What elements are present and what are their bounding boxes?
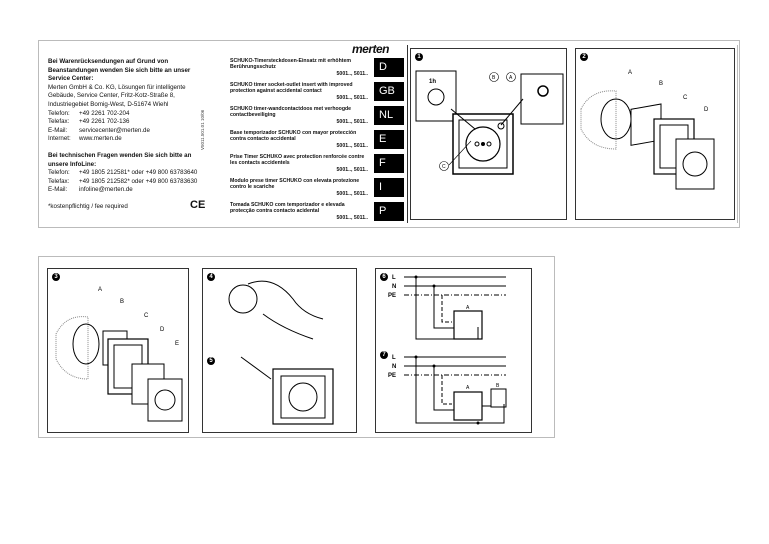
figure-4-5: 4 5: [202, 268, 357, 433]
step-number: 3: [52, 273, 60, 281]
lang-code: P: [374, 202, 404, 221]
article-numbers: 5001.., 5011..: [336, 190, 368, 197]
dial-setting: 1h: [429, 79, 436, 85]
lang-code: I: [374, 178, 404, 197]
lang-title: SCHUKO timer-wandcontactdoos met verhoog…: [230, 106, 352, 119]
exploded-assembly-illustration: A B C D E: [55, 287, 183, 422]
service-contact: Bei Warenrücksendungen auf Grund von Bea…: [48, 58, 208, 212]
step-number: 1: [415, 53, 423, 61]
address-line: Gebäude, Service Center, Fritz-Kotz-Stra…: [48, 92, 175, 100]
line-n: N: [392, 364, 396, 370]
lang-title: Base temporizador SCHUKO con mayor prote…: [230, 130, 357, 143]
step-number: 4: [207, 273, 215, 281]
phone-value: +49 2261 702-204: [79, 109, 130, 117]
device-a-label: A: [466, 385, 470, 391]
label-a: A: [509, 75, 513, 81]
label-c: C: [442, 164, 446, 170]
infoline-fax-label: Telefax:: [48, 177, 70, 185]
lang-code: E: [374, 130, 404, 149]
lang-title: Tomada SCHUKO com temporizador e elevada…: [230, 202, 345, 215]
label-d: D: [704, 107, 709, 113]
lang-code: NL: [374, 106, 404, 125]
brand-logo: merten: [352, 42, 390, 56]
article-numbers: 5001.., 5011..: [336, 70, 368, 77]
step-number: 6: [380, 273, 388, 281]
internet-label: Internet:: [48, 135, 71, 143]
figure-6-7-wiring: 6 7 L N PE A L N PE A B: [375, 268, 532, 433]
service-heading: Bei Warenrücksendungen auf Grund von Bea…: [48, 58, 191, 83]
lang-code: D: [374, 58, 404, 77]
address-line: Industriegebiet Bomig-West, D-51674 Wieh…: [48, 100, 169, 108]
label-c: C: [144, 313, 149, 319]
step-number: 5: [207, 357, 215, 365]
lang-code: GB: [374, 82, 404, 101]
fax-value: +49 2261 702-136: [79, 118, 130, 126]
step-number: 2: [580, 53, 588, 61]
wiring-diagram: L N PE A L N PE A B: [388, 275, 507, 425]
lang-item-nl: SCHUKO timer-wandcontactdoos met verhoog…: [230, 106, 404, 129]
label-b: B: [659, 81, 663, 87]
figure-1: 1 A B C 1h: [410, 48, 567, 220]
infoline-phone-value: +49 1805 212581* oder +49 800 63783640: [79, 169, 198, 177]
lang-item-i: Modulo prese timer SCHUKO con elevata pr…: [230, 178, 404, 201]
lang-item-p: Tomada SCHUKO com temporizador e elevada…: [230, 202, 404, 225]
label-d: D: [160, 327, 165, 333]
label-a: A: [98, 287, 102, 293]
article-numbers: 5001.., 5011..: [336, 214, 368, 221]
figure-2: 2 A B C D: [575, 48, 735, 220]
footnote: *kostenpflichtig / fee required: [48, 202, 128, 210]
label-b: B: [120, 299, 124, 305]
label-c: C: [683, 95, 688, 101]
lang-title: SCHUKO timer socket-outlet insert with i…: [230, 82, 353, 95]
lang-title: Modulo prese timer SCHUKO con elevata pr…: [230, 178, 360, 191]
infoline-email-label: E-Mail:: [48, 186, 68, 194]
bottom-sheet-frame: [38, 256, 555, 438]
infoline-heading: Bei technischen Fragen wenden Sie sich b…: [48, 151, 192, 168]
internet-value: www.merten.de: [79, 135, 122, 143]
exploded-assembly-illustration: A B C D: [580, 70, 715, 190]
email-label: E-Mail:: [48, 126, 68, 134]
lang-item-d: SCHUKO-Timersteckdosen-Einsatz mit erhöh…: [230, 58, 404, 81]
phone-label: Telefon:: [48, 109, 70, 117]
line-l: L: [392, 355, 396, 361]
divider: [737, 45, 738, 223]
insert-and-screw-illustration: [228, 280, 334, 425]
lang-code: F: [374, 154, 404, 173]
lang-item-gb: SCHUKO timer socket-outlet insert with i…: [230, 82, 404, 105]
version-code: V5011.501.01 10/06: [200, 109, 205, 150]
lang-item-e: Base temporizador SCHUKO con mayor prote…: [230, 130, 404, 153]
lang-title: Prise Timer SCHUKO avec protection renfo…: [230, 154, 365, 167]
infoline-fax-value: +49 1805 212582* oder +49 800 63783630: [79, 177, 198, 185]
ce-mark: CE: [190, 199, 206, 211]
lang-title: SCHUKO-Timersteckdosen-Einsatz mit erhöh…: [230, 58, 351, 71]
label-e: E: [175, 341, 179, 347]
line-pe: PE: [388, 373, 396, 379]
fax-label: Telefax:: [48, 118, 70, 126]
device-a-label: A: [466, 305, 470, 311]
article-numbers: 5001.., 5011..: [336, 166, 368, 173]
lang-item-f: Prise Timer SCHUKO avec protection renfo…: [230, 154, 404, 177]
line-pe: PE: [388, 293, 396, 299]
label-a: A: [628, 70, 632, 76]
top-sheet-frame: [38, 40, 740, 228]
infoline-email-value: infoline@merten.de: [79, 186, 133, 194]
divider: [407, 45, 408, 223]
email-value: servicecenter@merten.de: [79, 126, 150, 134]
label-b: B: [492, 75, 496, 81]
timer-dial-illustration: A B C 1h: [415, 70, 564, 175]
line-n: N: [392, 284, 396, 290]
article-numbers: 5001.., 5011..: [336, 118, 368, 125]
language-list: SCHUKO-Timersteckdosen-Einsatz mit erhöh…: [230, 58, 404, 226]
infoline-phone-label: Telefon:: [48, 169, 70, 177]
line-l: L: [392, 275, 396, 281]
address-line: Merten GmbH & Co. KG, Lösungen für intel…: [48, 83, 186, 91]
device-b-label: B: [496, 383, 500, 389]
article-numbers: 5001.., 5011..: [336, 94, 368, 101]
article-numbers: 5001.., 5011..: [336, 142, 368, 149]
figure-3: 3 A B C D E: [47, 268, 189, 433]
step-number: 7: [380, 351, 388, 359]
